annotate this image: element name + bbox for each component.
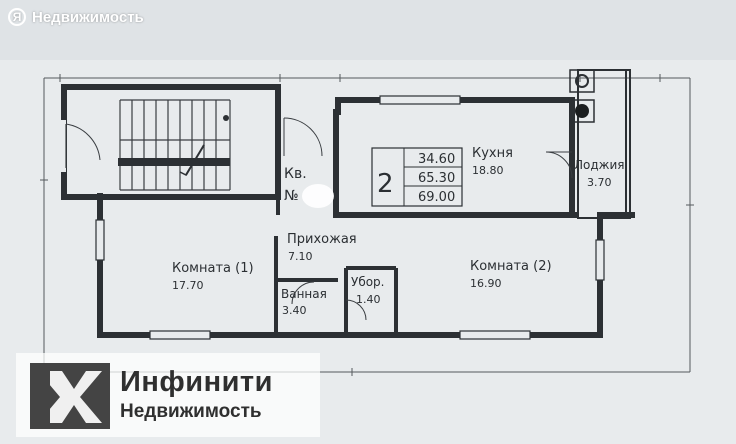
area-summary-box — [371, 147, 463, 207]
total-area-with-loggia-value: 69.00 — [418, 190, 455, 205]
apartment-label: Кв. — [284, 166, 307, 182]
apartment-number-label: № — [284, 188, 299, 204]
dimension-lines — [40, 74, 694, 376]
loggia-area: 3.70 — [587, 176, 612, 189]
yandex-logo-icon: Я — [8, 8, 26, 26]
living-area-value: 34.60 — [418, 152, 455, 167]
redacted-apartment-number — [302, 184, 334, 208]
watermark-text: Недвижимость — [32, 8, 144, 26]
door-swings — [283, 117, 573, 321]
kitchen-name: Кухня — [472, 146, 513, 161]
hallway-name: Прихожая — [287, 232, 357, 247]
room-1-area: 17.70 — [172, 279, 204, 292]
watermark: Я Недвижимость — [8, 8, 144, 26]
room-1-name: Комната (1) — [172, 261, 254, 276]
interior-walls — [274, 196, 398, 335]
agency-subtitle: Недвижимость — [120, 401, 262, 422]
room-2-name: Комната (2) — [470, 259, 552, 274]
window-markers — [95, 95, 605, 340]
agency-logo-icon — [16, 353, 118, 437]
agency-name: Инфинити — [120, 366, 273, 398]
bathroom-area: 3.40 — [282, 304, 307, 317]
room-count-label: 2 — [377, 169, 394, 199]
loggia-outline — [577, 69, 631, 219]
total-area-value: 65.30 — [418, 171, 455, 186]
toilet-area: 1.40 — [356, 293, 381, 306]
room-2-area: 16.90 — [470, 277, 502, 290]
kitchen-appliances — [569, 69, 595, 123]
bathroom-name: Ванная — [281, 287, 327, 301]
hallway-area: 7.10 — [288, 250, 313, 263]
toilet-name: Убор. — [351, 275, 385, 289]
agency-branding: Инфинити Недвижимость — [16, 353, 320, 437]
loggia-name: Лоджия — [574, 158, 625, 172]
kitchen-area: 18.80 — [472, 164, 504, 177]
paper-top-shade — [0, 0, 736, 60]
staircase — [60, 84, 281, 200]
